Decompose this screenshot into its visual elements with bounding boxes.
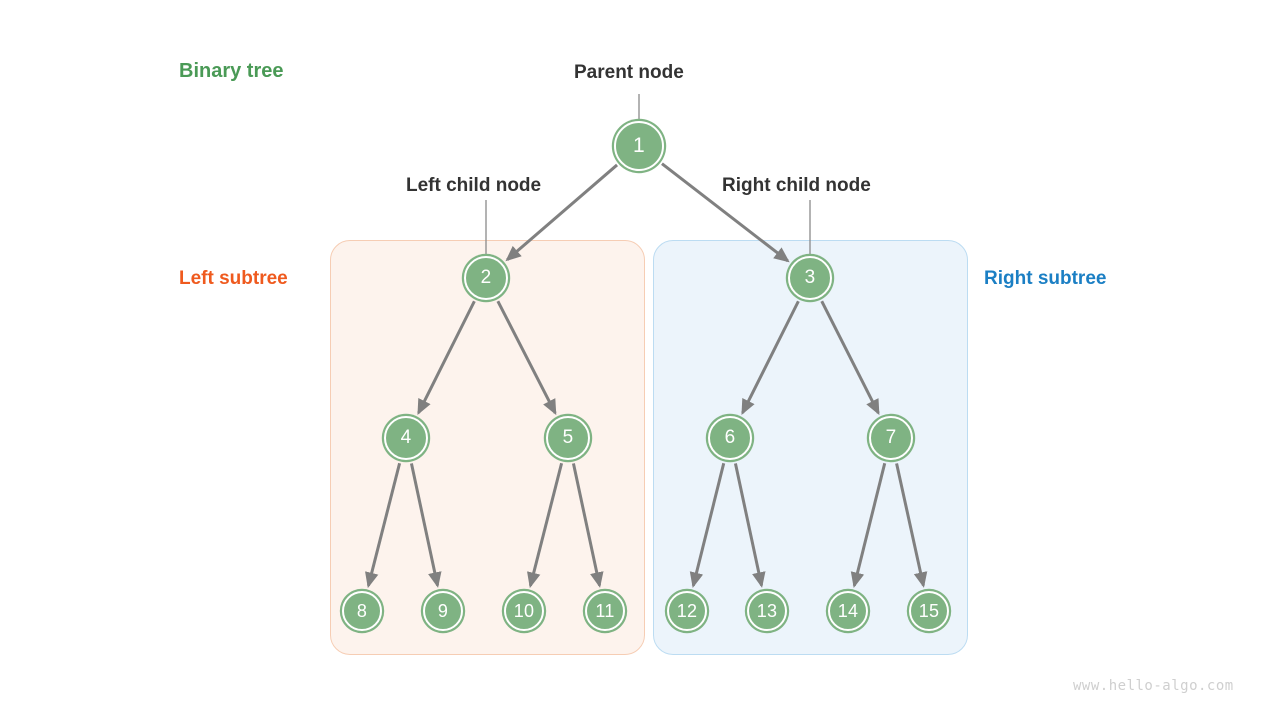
- tree-node-value: 9: [437, 600, 449, 621]
- watermark: www.hello-algo.com: [1073, 678, 1234, 694]
- tree-node-6: 6: [708, 416, 752, 460]
- tree-node-value: 12: [676, 600, 698, 621]
- tree-node-10: 10: [504, 591, 544, 631]
- label-right-child-node: Right child node: [722, 175, 871, 196]
- tree-node-8: 8: [342, 591, 382, 631]
- tree-node-value: 6: [724, 427, 736, 448]
- tree-node-11: 11: [585, 591, 625, 631]
- tree-node-7: 7: [869, 416, 913, 460]
- tree-node-value: 1: [633, 134, 645, 157]
- tree-node-3: 3: [788, 256, 832, 300]
- tree-node-1: 1: [614, 121, 664, 171]
- tree-node-13: 13: [747, 591, 787, 631]
- tree-node-12: 12: [667, 591, 707, 631]
- tree-node-14: 14: [828, 591, 868, 631]
- tree-node-value: 7: [885, 427, 897, 448]
- tree-node-15: 15: [909, 591, 949, 631]
- tree-node-value: 2: [480, 267, 492, 288]
- label-parent-node: Parent node: [574, 62, 684, 83]
- page-title: Binary tree: [179, 60, 284, 82]
- tree-node-value: 4: [400, 427, 412, 448]
- tree-node-value: 8: [356, 600, 368, 621]
- tree-node-2: 2: [464, 256, 508, 300]
- tree-node-5: 5: [546, 416, 590, 460]
- tree-node-9: 9: [423, 591, 463, 631]
- label-left-child-node: Left child node: [406, 175, 542, 196]
- tree-node-value: 11: [595, 600, 615, 621]
- tree-node-value: 13: [756, 600, 778, 621]
- tree-node-value: 14: [837, 600, 859, 621]
- tree-node-value: 5: [562, 427, 574, 448]
- tree-node-4: 4: [384, 416, 428, 460]
- tree-node-value: 3: [804, 267, 816, 288]
- tree-node-value: 10: [513, 600, 535, 621]
- label-right-subtree: Right subtree: [984, 268, 1107, 289]
- label-left-subtree: Left subtree: [179, 268, 288, 289]
- tree-node-value: 15: [918, 600, 940, 621]
